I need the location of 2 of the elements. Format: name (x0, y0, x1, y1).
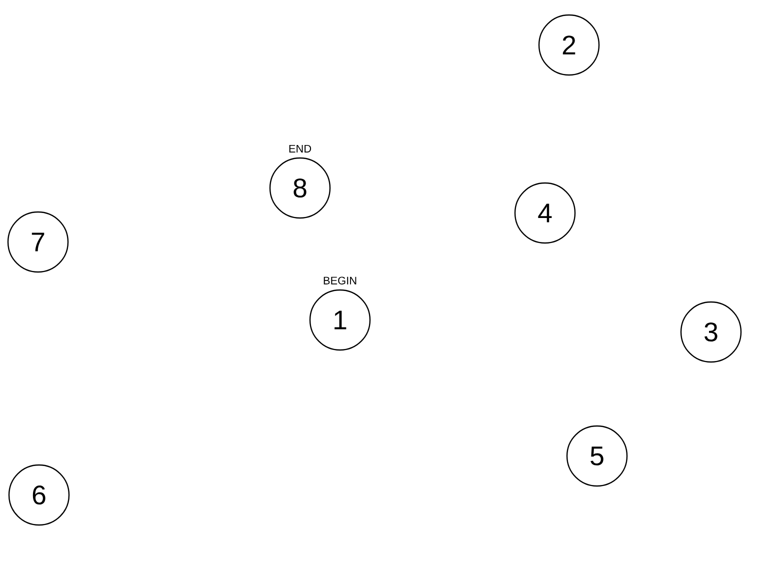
node-caption: BEGIN (324, 276, 356, 284)
node-caption: END (289, 144, 312, 152)
